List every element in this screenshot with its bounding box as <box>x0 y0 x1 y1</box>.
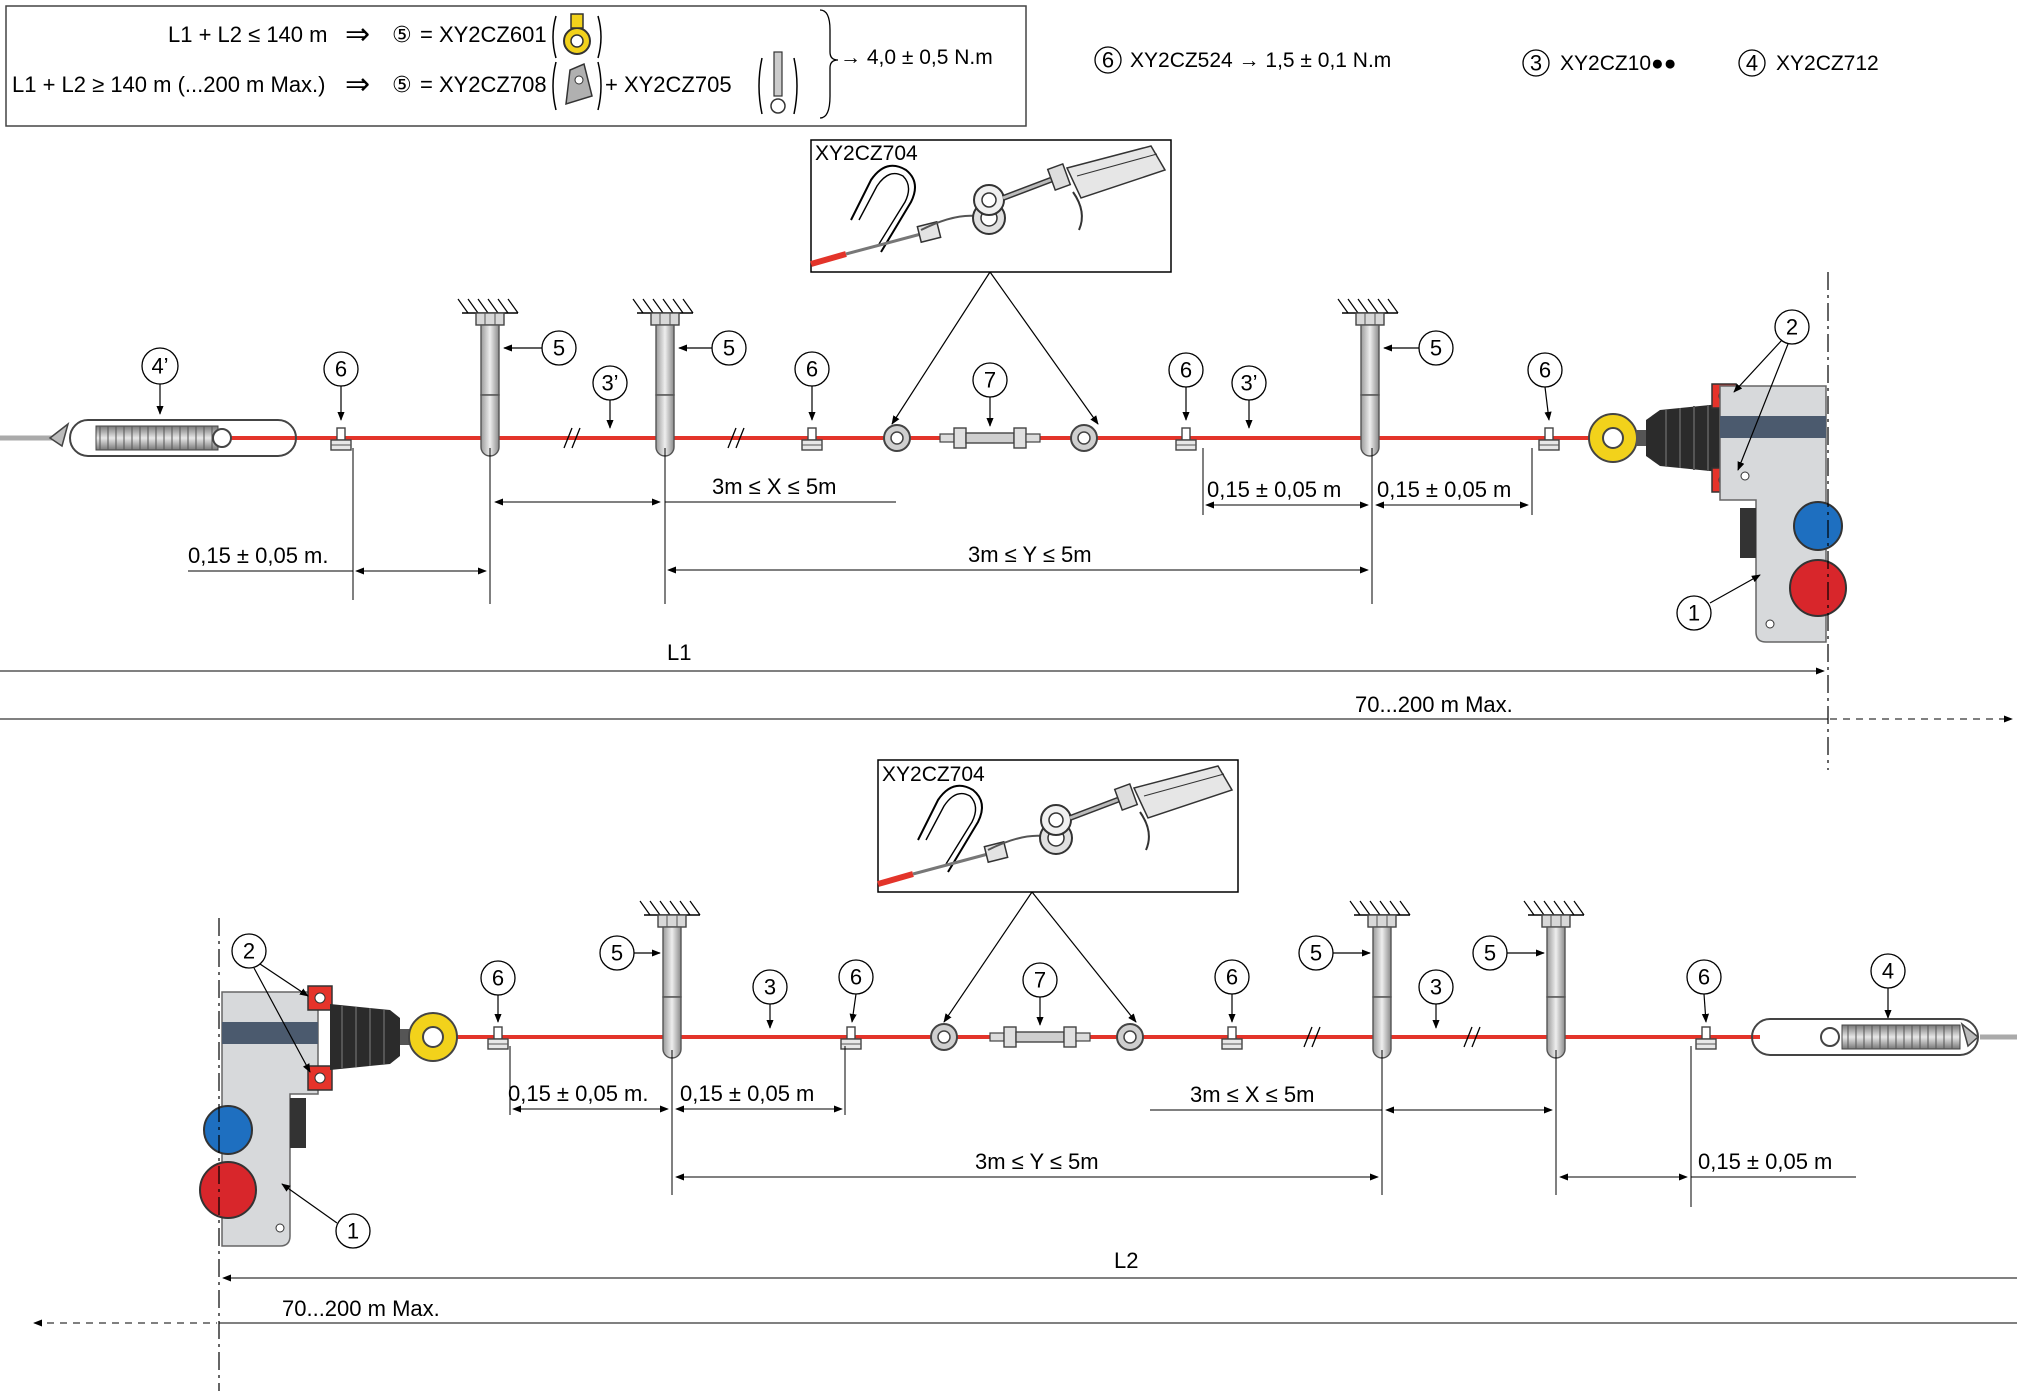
top-L1: L1 <box>667 640 691 665</box>
yellow-shackle-icon <box>552 13 602 59</box>
bottom-switch-unit <box>199 985 458 1247</box>
legend-row1-implies: ⇒ <box>345 18 370 51</box>
bottom-label-7: 7 <box>1034 968 1046 993</box>
top-label-3pb: 3’ <box>1240 371 1257 396</box>
bottom-dim-y: 3m ≤ Y ≤ 5m <box>975 1149 1099 1174</box>
top-label-6a: 6 <box>335 357 347 382</box>
bottom-label-1: 1 <box>347 1219 359 1244</box>
bottom-L2: L2 <box>1114 1248 1138 1273</box>
bottom-label-5c: 5 <box>1484 941 1496 966</box>
bottom-callout-label: XY2CZ704 <box>882 763 985 786</box>
top-dim-left: 0,15 ± 0,05 m. <box>188 543 329 568</box>
bottom-label-6a: 6 <box>492 966 504 991</box>
bottom-eye-right <box>1116 1023 1144 1051</box>
top-dim-r1: 0,15 ± 0,05 m <box>1207 477 1341 502</box>
top-label-2: 2 <box>1786 315 1798 340</box>
clamp-icon <box>552 61 602 111</box>
bottom-label-6b: 6 <box>850 965 862 990</box>
bottom-dim-x: 3m ≤ X ≤ 5m <box>1190 1082 1314 1107</box>
legend-row1-condition: L1 + L2 ≤ 140 m <box>168 22 327 47</box>
bottom-label-3b: 3 <box>1430 975 1442 1000</box>
bottom-dim-l1: 0,15 ± 0,05 m. <box>508 1081 649 1106</box>
bottom-label-5b: 5 <box>1310 941 1322 966</box>
bottom-label-3a: 3 <box>764 975 776 1000</box>
svg-text:6: 6 <box>1102 48 1114 73</box>
top-label-6b: 6 <box>806 357 818 382</box>
legend-item-6: 6 XY2CZ524 → 1,5 ± 0,1 N.m <box>1094 46 1391 74</box>
top-switch-unit <box>1588 383 1847 643</box>
top-dim-x: 3m ≤ X ≤ 5m <box>712 474 836 499</box>
legend-row2-extra: + XY2CZ705 <box>605 72 732 97</box>
top-tension-spring <box>48 419 297 457</box>
svg-text:3: 3 <box>1530 51 1542 76</box>
svg-text:4: 4 <box>1746 51 1758 76</box>
bottom-mount-3 <box>1523 900 1585 1059</box>
bottom-mount-2 <box>1349 900 1411 1059</box>
top-label-5c: 5 <box>1430 336 1442 361</box>
bottom-tension-spring <box>1751 1018 1980 1056</box>
legend-row2-condition: L1 + L2 ≥ 140 m (...200 m Max.) <box>12 72 326 97</box>
legend-item-3: 3 XY2CZ10●● <box>1522 49 1676 77</box>
legend-box: L1 + L2 ≤ 140 m ⇒ ⑤ = XY2CZ601 L1 + L2 ≥… <box>5 5 1027 127</box>
bottom-dim-l2: 0,15 ± 0,05 m <box>680 1081 814 1106</box>
bottom-max: 70...200 m Max. <box>282 1296 440 1321</box>
top-label-3pa: 3’ <box>601 371 618 396</box>
bottom-eye-left <box>930 1023 958 1051</box>
bottom-turnbuckle <box>989 1026 1091 1048</box>
top-label-5a: 5 <box>553 336 565 361</box>
bottom-mount-1 <box>639 900 701 1059</box>
top-label-6d: 6 <box>1539 358 1551 383</box>
legend-row1-circled5: ⑤ <box>392 22 412 47</box>
top-max: 70...200 m Max. <box>1355 692 1513 717</box>
legend-row2-circled5: ⑤ <box>392 72 412 97</box>
bottom-label-4: 4 <box>1882 959 1894 984</box>
top-callout-label: XY2CZ704 <box>815 142 918 165</box>
top-turnbuckle <box>939 427 1041 449</box>
top-mount-3 <box>1337 298 1399 457</box>
top-label-6c: 6 <box>1180 358 1192 383</box>
legend-torque: → 4,0 ± 0,5 N.m <box>840 46 993 69</box>
bottom-diagram: XY2CZ704 <box>33 760 2017 1392</box>
top-diagram: XY2CZ704 <box>0 140 2013 770</box>
legend-item4-text: XY2CZ712 <box>1776 52 1879 75</box>
top-mount-2 <box>632 298 694 457</box>
top-label-1: 1 <box>1688 601 1700 626</box>
top-dim-r2: 0,15 ± 0,05 m <box>1377 477 1511 502</box>
legend-item-4: 4 XY2CZ712 <box>1738 49 1879 77</box>
top-label-4p: 4’ <box>151 354 168 379</box>
legend-item3-text: XY2CZ10●● <box>1560 52 1676 75</box>
top-label-7: 7 <box>984 368 996 393</box>
bottom-label-6d: 6 <box>1698 965 1710 990</box>
top-dim-y: 3m ≤ Y ≤ 5m <box>968 542 1092 567</box>
eye-bolt-icon <box>758 51 798 115</box>
legend-row1-result: = XY2CZ601 <box>420 22 547 47</box>
top-label-5b: 5 <box>723 336 735 361</box>
legend-row2-result: = XY2CZ708 <box>420 72 547 97</box>
bottom-dim-right: 0,15 ± 0,05 m <box>1698 1149 1832 1174</box>
legend-item6-text: XY2CZ524 → 1,5 ± 0,1 N.m <box>1130 49 1391 72</box>
top-eye-right <box>1070 424 1098 452</box>
bottom-label-5a: 5 <box>611 941 623 966</box>
top-mount-1 <box>457 298 519 457</box>
top-eye-left <box>883 424 911 452</box>
bottom-label-6c: 6 <box>1226 965 1238 990</box>
legend-row2-implies: ⇒ <box>345 68 370 101</box>
bottom-label-2: 2 <box>243 939 255 964</box>
